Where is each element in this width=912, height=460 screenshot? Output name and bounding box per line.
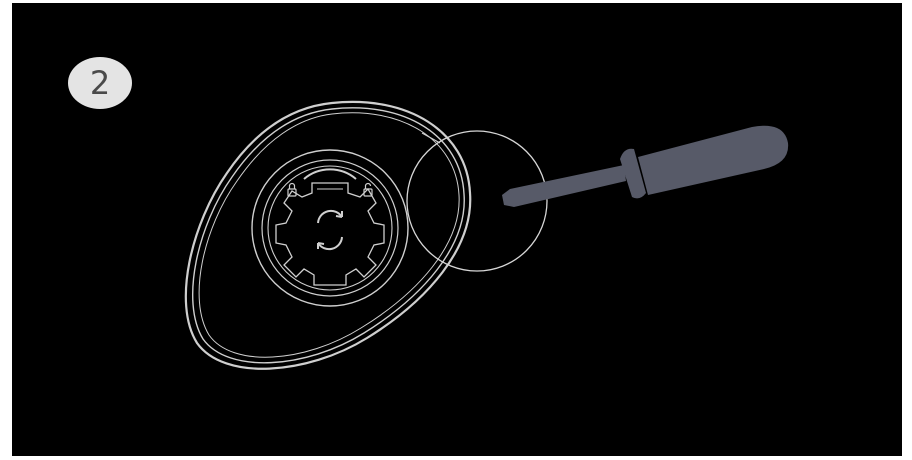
eyecup-illustration xyxy=(12,3,902,456)
step-number: 2 xyxy=(90,67,110,99)
diagram-panel: 2 xyxy=(12,3,902,456)
eyecup-outline-icon xyxy=(186,102,470,369)
screwdriver-icon xyxy=(502,126,788,207)
step-number-badge: 2 xyxy=(68,57,132,109)
retaining-ring-icon xyxy=(252,150,408,306)
rotate-arrows-icon xyxy=(318,211,342,249)
